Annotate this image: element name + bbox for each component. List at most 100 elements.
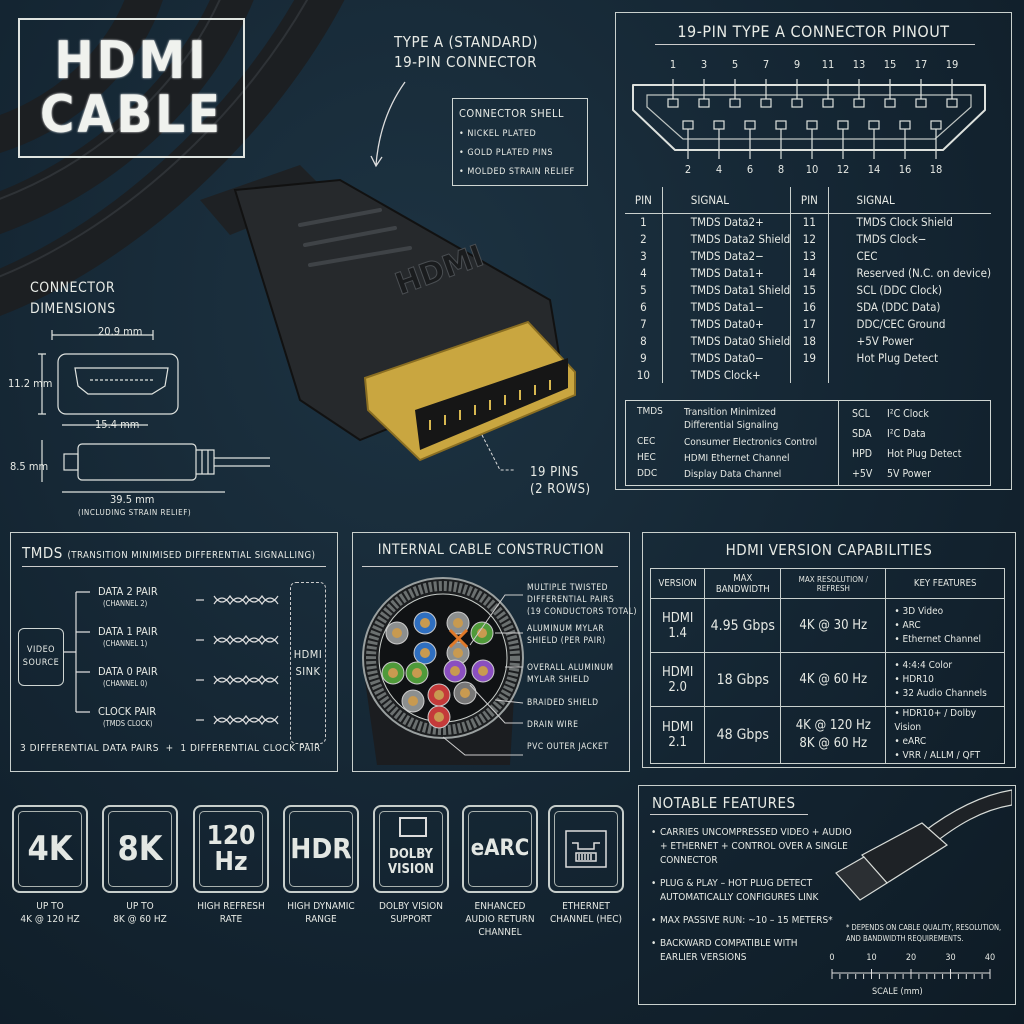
callout-arrow-icon — [370, 81, 406, 168]
badge-text: DOLBY VISION — [388, 847, 434, 877]
video-source-box: VIDEO SOURCE — [18, 628, 64, 686]
features-title: NOTABLE FEATURES — [652, 794, 796, 812]
dim-height: 11.2 mm — [8, 377, 53, 390]
pin-number: 7 — [625, 315, 663, 332]
pin-signal: TMDS Data0− — [662, 349, 792, 366]
conductor-core — [412, 668, 422, 678]
tmds-pair-name: DATA 0 PAIR — [98, 665, 158, 678]
conductor-core — [460, 688, 470, 698]
pin-signal: TMDS Data2+ — [662, 213, 792, 230]
feature-bullet: • HDR10+ / Dolby Vision — [894, 708, 977, 733]
version-resolution: 4K @ 30 Hz — [780, 598, 887, 653]
abbr-def: Display Data Channel — [684, 469, 782, 480]
pin-mark — [744, 120, 756, 130]
shell-item: • GOLD PLATED PINS — [459, 148, 554, 158]
signal-header: SIGNAL — [828, 187, 991, 214]
version-features: • 3D Video• ARC• Ethernet Channel — [885, 598, 1005, 653]
pin-number: 17 — [790, 315, 829, 332]
pin-signal: DDC/CEC Ground — [856, 316, 946, 331]
badge-text: eARC — [470, 836, 530, 861]
pin-number-top: 7 — [762, 58, 770, 71]
construction-title: INTERNAL CABLE CONSTRUCTION — [377, 542, 605, 558]
feature-bullet: • 3D Video — [894, 605, 944, 617]
pin-number-top: 17 — [914, 58, 928, 71]
bullet-dot: • — [651, 827, 657, 838]
shell-title: CONNECTOR SHELL — [459, 107, 565, 120]
badge-caption: DOLBY VISION SUPPORT — [379, 901, 443, 925]
version-name: HDMI 2.1 — [649, 706, 706, 764]
version-features: • HDR10+ / Dolby Vision• eARC• VRR / ALL… — [885, 706, 1005, 764]
pin-number: 9 — [625, 349, 663, 366]
version-bandwidth: 18 Gbps — [704, 652, 782, 707]
abbr-term: SDA — [852, 428, 872, 440]
feature-item: •PLUG & PLAY – HOT PLUG DETECT AUTOMATIC… — [651, 877, 850, 905]
pin-number: 3 — [625, 247, 663, 264]
main-title: HDMI CABLE — [18, 18, 245, 158]
pin-mark — [930, 120, 942, 130]
scale-tick-label: 10 — [866, 953, 877, 963]
pin-signal: TMDS Clock− — [856, 231, 927, 246]
abbr-def: Consumer Electronics Control — [684, 437, 818, 448]
orange-pair-twist — [448, 628, 469, 649]
pin-signal: SCL (DDC Clock) — [856, 282, 943, 297]
pin-number-top: 19 — [945, 58, 959, 71]
pin-number-top: 13 — [852, 58, 866, 71]
version-features: • 4:4:4 Color• HDR10• 32 Audio Channels — [885, 652, 1005, 707]
scale-tick-label: 40 — [984, 953, 996, 963]
pin-mark — [946, 98, 958, 108]
hdmi-plug-illustration: HDMI — [200, 165, 576, 471]
conductor-core — [434, 712, 444, 722]
pin-signal-empty — [828, 366, 991, 383]
8k-badge-icon: 8K — [102, 805, 178, 893]
pin-mark — [698, 98, 710, 108]
pin-signal: CEC — [856, 248, 878, 263]
pin-number: 11 — [790, 213, 829, 230]
pin-signal: TMDS Data2− — [662, 247, 792, 264]
conductor-core — [453, 618, 463, 628]
badge-caption: UP TO 8K @ 60 Hz — [113, 901, 167, 925]
feature-bullet: • VRR / ALLM / QFT — [894, 750, 981, 761]
badge-caption: ENHANCED AUDIO RETURN CHANNEL — [465, 901, 535, 938]
title-line-2: CABLE — [40, 85, 223, 145]
feature-item: •CARRIES UNCOMPRESSED VIDEO + AUDIO + ET… — [651, 826, 852, 868]
feature-text: BACKWARD COMPATIBLE WITH EARLIER VERSION… — [660, 938, 798, 963]
cable-cross-section — [362, 577, 524, 765]
pin-signal: TMDS Data1 Shield — [662, 281, 792, 298]
version-resolution: 4K @ 60 Hz — [780, 652, 887, 707]
4k-badge-icon: 4K — [12, 805, 88, 893]
feature-text: PLUG & PLAY – HOT PLUG DETECT AUTOMATICA… — [660, 878, 819, 903]
versions-panel — [642, 532, 1016, 768]
tmds-pair-name: CLOCK PAIR — [98, 705, 157, 718]
conductor-core — [388, 668, 398, 678]
pin-signal: TMDS Data1+ — [662, 264, 792, 281]
bullet-dot: • — [651, 878, 657, 889]
bullet-dot: • — [651, 938, 657, 949]
pin-number: 5 — [625, 281, 663, 298]
pin-number-top: 1 — [669, 58, 677, 71]
abbr-def: I²C Clock — [887, 408, 929, 420]
construction-label: MULTIPLE TWISTED DIFFERENTIAL PAIRS (19 … — [527, 583, 638, 617]
badge-caption: HIGH DYNAMIC RANGE — [287, 901, 355, 925]
pin-number: 1 — [625, 213, 663, 230]
conductor-core — [434, 690, 444, 700]
pin-mark — [713, 120, 725, 130]
ethernet-jack-icon — [565, 830, 607, 868]
pin-number: 14 — [790, 264, 829, 281]
dimensions-title: CONNECTOR DIMENSIONS — [30, 280, 116, 317]
scale-tick-label: 20 — [905, 953, 917, 963]
version-name: HDMI 1.4 — [649, 598, 706, 653]
badge-text: 4K — [27, 829, 73, 869]
shell-item: • MOLDED STRAIN RELIEF — [459, 167, 575, 177]
pin-number-top: 9 — [793, 58, 801, 71]
badge-caption: HIGH REFRESH RATE — [197, 901, 265, 925]
twisted-pair-wire — [213, 674, 279, 683]
conductor-core — [408, 696, 418, 706]
versions-table: VERSION MAX BANDWIDTH MAX RESOLUTION / R… — [649, 568, 1005, 764]
conductor-core — [420, 618, 430, 628]
feature-bullet: • HDR10 — [894, 673, 934, 685]
